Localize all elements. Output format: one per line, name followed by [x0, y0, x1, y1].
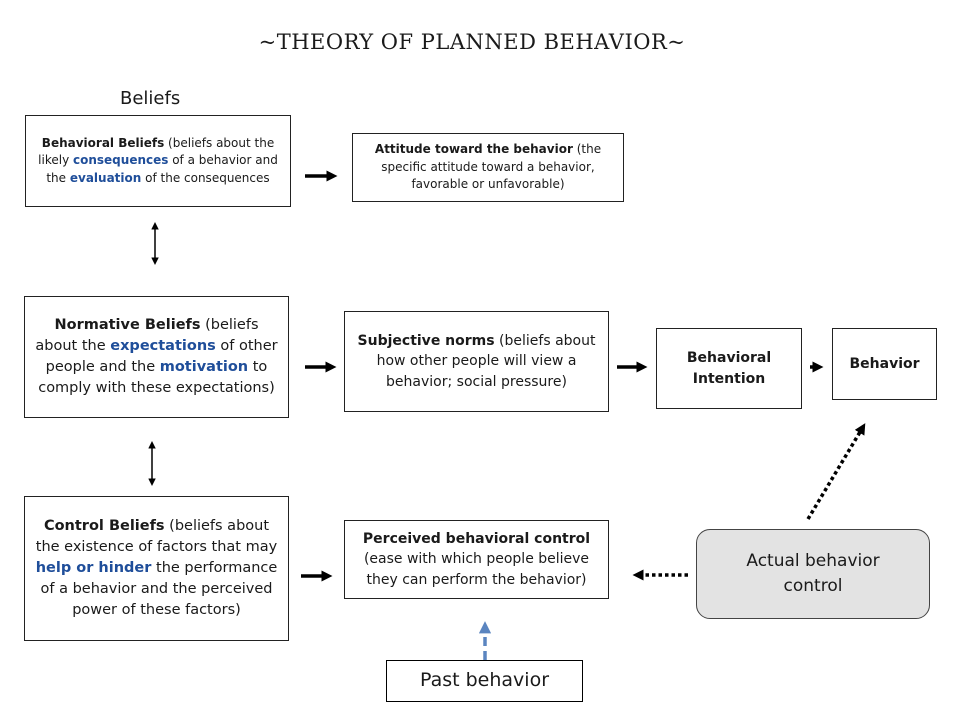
behavioral-intention-label: Behavioral Intention — [686, 350, 772, 387]
behavioral-beliefs-lead: Behavioral Beliefs — [41, 135, 165, 150]
behavioral-beliefs-text-1: (beliefs about the likely — [38, 135, 275, 168]
behavior-box: Behavior — [832, 328, 937, 400]
normative-beliefs-text-2: of other people and the — [45, 337, 278, 375]
perceived-control-text: (ease with which people believe they can… — [363, 551, 590, 588]
behavioral-beliefs-text-2: of a behavior and the — [46, 153, 278, 185]
past-behavior-box: Past behavior — [386, 660, 583, 702]
normative-beliefs-text-3: to comply with these expectations) — [38, 359, 275, 397]
beliefs-heading: Beliefs — [120, 88, 181, 109]
behavior-label: Behavior — [849, 355, 920, 372]
control-beliefs-lead: Control Beliefs — [43, 517, 165, 534]
behavioral-intention-box: Behavioral Intention — [656, 328, 802, 409]
behavioral-beliefs-keyword-consequences: consequences — [73, 153, 169, 168]
perceived-behavioral-control-box: Perceived behavioral control (ease with … — [344, 520, 609, 599]
subjective-norms-box: Subjective norms (beliefs about how othe… — [344, 311, 609, 412]
normative-beliefs-lead: Normative Beliefs — [54, 316, 201, 333]
behavioral-beliefs-keyword-evaluation: evaluation — [69, 170, 142, 185]
normative-beliefs-text-1: (beliefs about the — [35, 316, 259, 354]
normative-beliefs-keyword-expectations: expectations — [110, 337, 216, 354]
diagram-title: ~THEORY OF PLANNED BEHAVIOR~ — [258, 30, 686, 54]
behavioral-beliefs-text-3: of the consequences — [141, 170, 270, 185]
attitude-box: Attitude toward the behavior (the specif… — [352, 133, 624, 202]
actual-behavior-control-label: Actual behavior control — [746, 550, 880, 597]
control-beliefs-keyword-help-or-hinder: help or hinder — [35, 559, 152, 576]
actual-behavior-control-box: Actual behavior control — [696, 529, 930, 619]
perceived-control-lead: Perceived behavioral control — [362, 531, 591, 548]
attitude-lead: Attitude toward the behavior — [374, 142, 573, 157]
past-behavior-label: Past behavior — [419, 669, 550, 692]
control-beliefs-box: Control Beliefs (beliefs about the exist… — [24, 496, 289, 641]
normative-beliefs-keyword-motivation: motivation — [159, 359, 249, 375]
behavioral-beliefs-box: Behavioral Beliefs (beliefs about the li… — [25, 115, 291, 207]
control-beliefs-text-2: the performance of a behavior and the pe… — [40, 559, 278, 619]
normative-beliefs-box: Normative Beliefs (beliefs about the exp… — [24, 296, 289, 418]
control-beliefs-text-1: (beliefs about the existence of factors … — [35, 517, 278, 555]
dotted-arrow-actual-to-behavior — [806, 423, 866, 520]
subjective-norms-lead: Subjective norms — [357, 333, 495, 350]
subjective-norms-text: (beliefs about how other people will vie… — [376, 333, 596, 390]
attitude-text: (the specific attitude toward a behavior… — [381, 142, 602, 192]
